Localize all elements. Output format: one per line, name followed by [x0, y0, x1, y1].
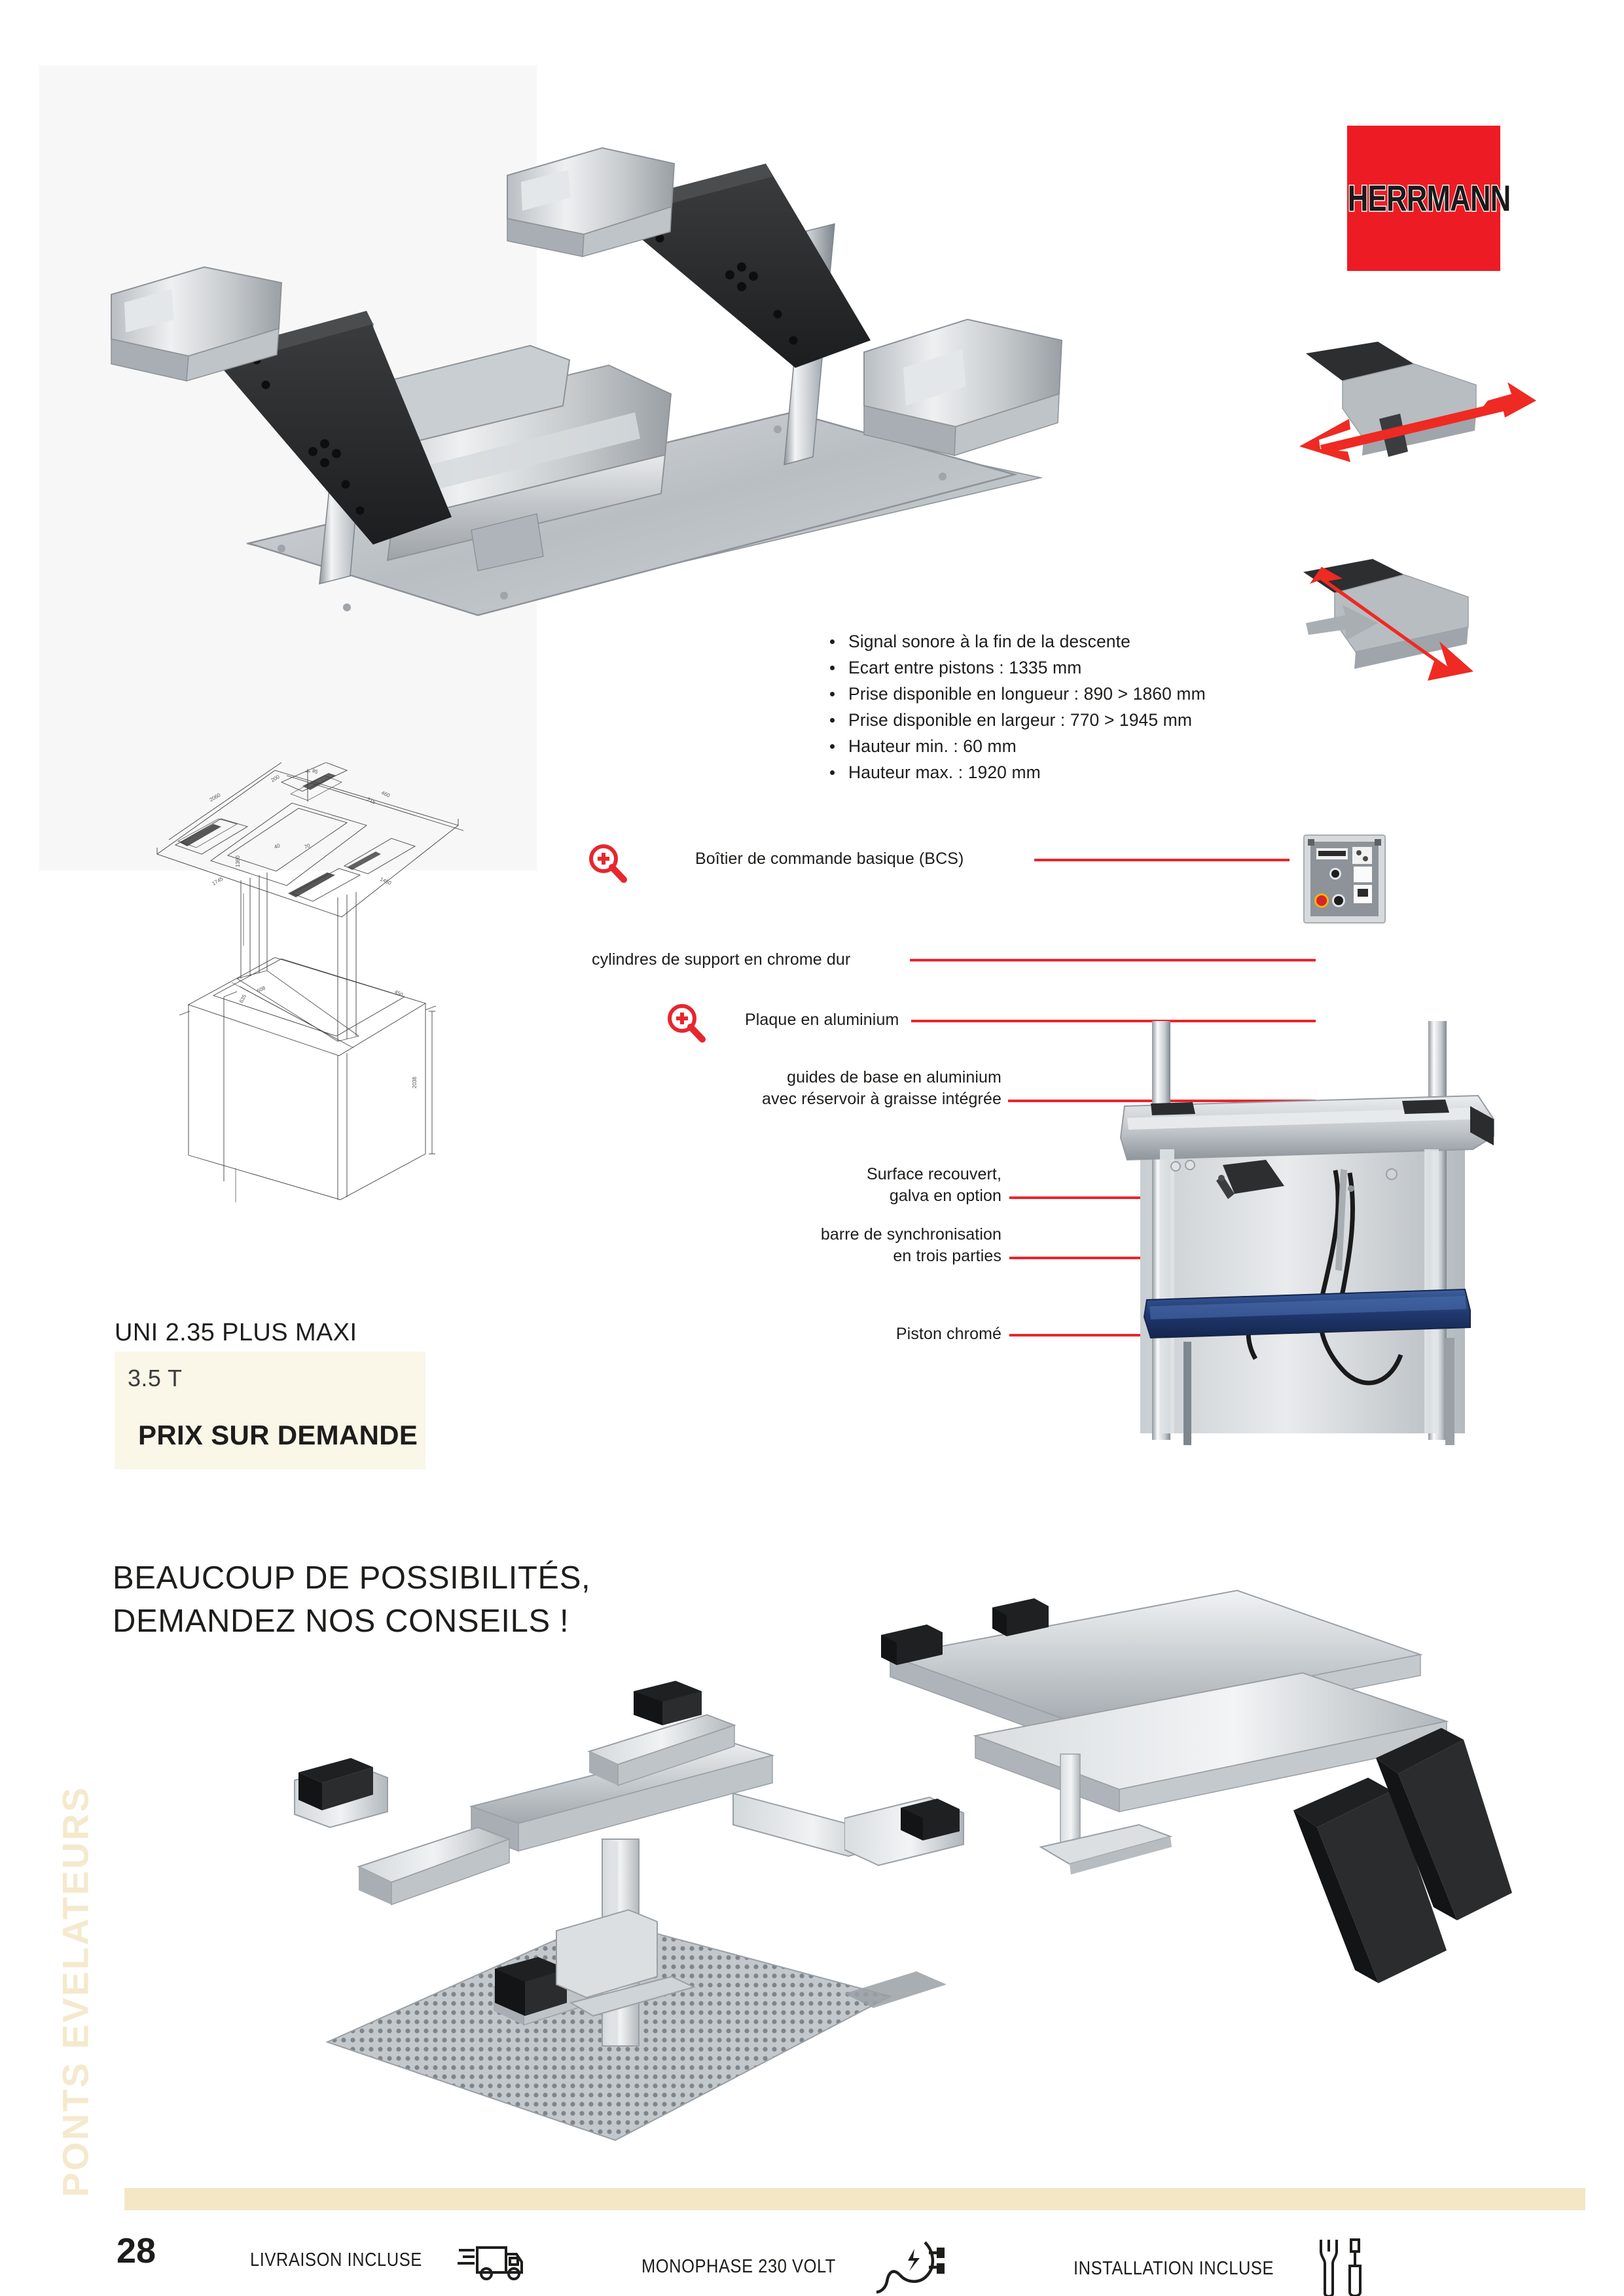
svg-text:2060: 2060 — [209, 792, 222, 803]
technical-drawing: 2060 200 95 460 215 1745 1450 1360 608 6… — [156, 762, 464, 1202]
lift-with-grate-photo — [294, 1681, 956, 2142]
page-headline: BEAUCOUP DE POSSIBILITÉS, DEMANDEZ NOS C… — [113, 1556, 590, 1643]
page-number: 28 — [117, 2231, 156, 2270]
callout-label-base-guides-line1: guides de base en aluminium — [787, 1068, 1001, 1086]
specifications-list: Signal sonore à la fin de la descente Ec… — [826, 628, 1324, 785]
svg-text:608: 608 — [256, 985, 266, 994]
svg-text:200: 200 — [270, 774, 281, 783]
spec-item: Hauteur max. : 1920 mm — [826, 759, 1324, 785]
magnifier-plus-icon — [589, 844, 627, 883]
footer-label-delivery: LIVRAISON INCLUSE — [250, 2249, 422, 2270]
callout-label-coated-surface-line2: galva en option — [889, 1187, 1001, 1205]
callout-label-aluminium-plate: Plaque en aluminium — [745, 1011, 899, 1029]
plug-icon — [876, 2241, 945, 2294]
callout-label-sync-bar-line2: en trois parties — [893, 1247, 1001, 1265]
svg-text:1745: 1745 — [211, 876, 225, 887]
callout-label-base-guides-line2: avec réservoir à graisse intégrée — [762, 1090, 1001, 1108]
section-side-tab: PONTS EVELATEURS — [54, 1785, 96, 2197]
callout-leader-line — [1034, 859, 1290, 861]
svg-text:2038: 2038 — [412, 1077, 418, 1088]
svg-text:460: 460 — [380, 790, 391, 799]
headline-line-2: DEMANDEZ NOS CONSEILS ! — [113, 1604, 569, 1639]
magnifier-plus-icon — [668, 1004, 706, 1043]
product-name: UNI 2.35 PLUS MAXI — [115, 1319, 357, 1346]
svg-text:95: 95 — [311, 768, 319, 776]
svg-text:1360: 1360 — [235, 855, 241, 867]
footer-bar — [124, 2188, 1585, 2210]
hero-lift-photo — [111, 147, 1063, 617]
spec-item: Prise disponible en longueur : 890 > 186… — [826, 681, 1324, 707]
callout-leader-line — [910, 959, 1316, 961]
footer-item-power: MONOPHASE 230 VOLT — [641, 2237, 946, 2296]
svg-text:70: 70 — [304, 842, 312, 850]
platform-lift-with-ramps-photo — [844, 1589, 1512, 2008]
svg-text:635: 635 — [238, 993, 247, 1003]
price-box: 3.5 T PRIX SUR DEMANDE — [115, 1352, 425, 1469]
footer-label-power: MONOPHASE 230 VOLT — [641, 2255, 836, 2277]
detail-photo-width-adjustment — [1303, 559, 1473, 681]
truck-icon — [457, 2246, 523, 2280]
spec-item: Prise disponible en largeur : 770 > 1945… — [826, 707, 1324, 733]
herrmann-logo: HERRMANN — [1329, 126, 1512, 271]
callout-label-control-box: Boîtier de commande basique (BCS) — [695, 850, 964, 868]
svg-text:40: 40 — [274, 842, 281, 850]
lift-column-photo — [1119, 1021, 1494, 1445]
product-price: PRIX SUR DEMANDE — [138, 1420, 418, 1450]
footer-item-installation: INSTALLATION INCLUSE — [1074, 2237, 1368, 2296]
svg-text:1450: 1450 — [379, 876, 392, 887]
callout-label-chrome-piston: Piston chromé — [895, 1325, 1001, 1343]
callout-leader-line — [911, 1020, 1316, 1022]
logo-wordmark: HERRMANN — [1347, 177, 1512, 220]
svg-text:215: 215 — [366, 797, 376, 806]
spec-item: Ecart entre pistons : 1335 mm — [826, 655, 1324, 681]
wrench-screwdriver-icon — [1319, 2238, 1362, 2296]
spec-item: Hauteur min. : 60 mm — [826, 733, 1324, 759]
callout-label-coated-surface-line1: Surface recouvert, — [866, 1165, 1001, 1183]
control-box-photo — [1303, 834, 1386, 924]
callout-leader-line — [1009, 1334, 1193, 1336]
headline-line-1: BEAUCOUP DE POSSIBILITÉS, — [113, 1560, 591, 1596]
detail-photo-length-adjustment — [1299, 342, 1536, 462]
product-capacity: 3.5 T — [128, 1365, 183, 1391]
callout-label-chrome-cylinders: cylindres de support en chrome dur — [592, 950, 851, 969]
callout-label-sync-bar-line1: barre de synchronisation — [820, 1225, 1001, 1244]
spec-item: Signal sonore à la fin de la descente — [826, 628, 1324, 655]
footer-item-delivery: LIVRAISON INCLUSE — [250, 2237, 526, 2283]
logo-red-square — [1347, 126, 1500, 271]
footer-label-installation: INSTALLATION INCLUSE — [1074, 2257, 1274, 2279]
